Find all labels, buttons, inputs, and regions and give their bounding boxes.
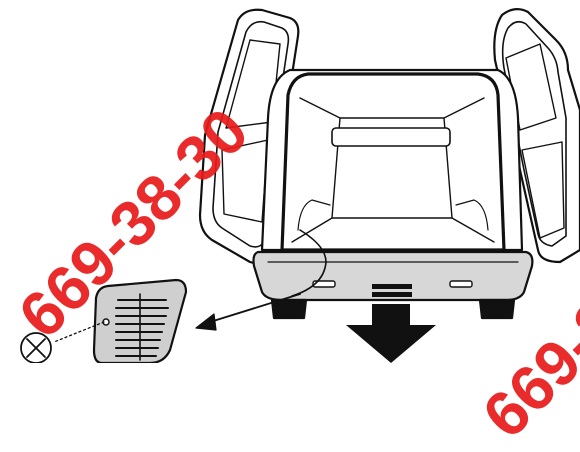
diagram-stage: 669-38-30 669-38-30 xyxy=(0,0,580,363)
rear-bumper xyxy=(254,252,533,300)
left-tyre xyxy=(272,300,306,318)
down-arrow-icon xyxy=(346,304,436,363)
van-body xyxy=(262,70,522,250)
right-tyre xyxy=(480,300,514,318)
